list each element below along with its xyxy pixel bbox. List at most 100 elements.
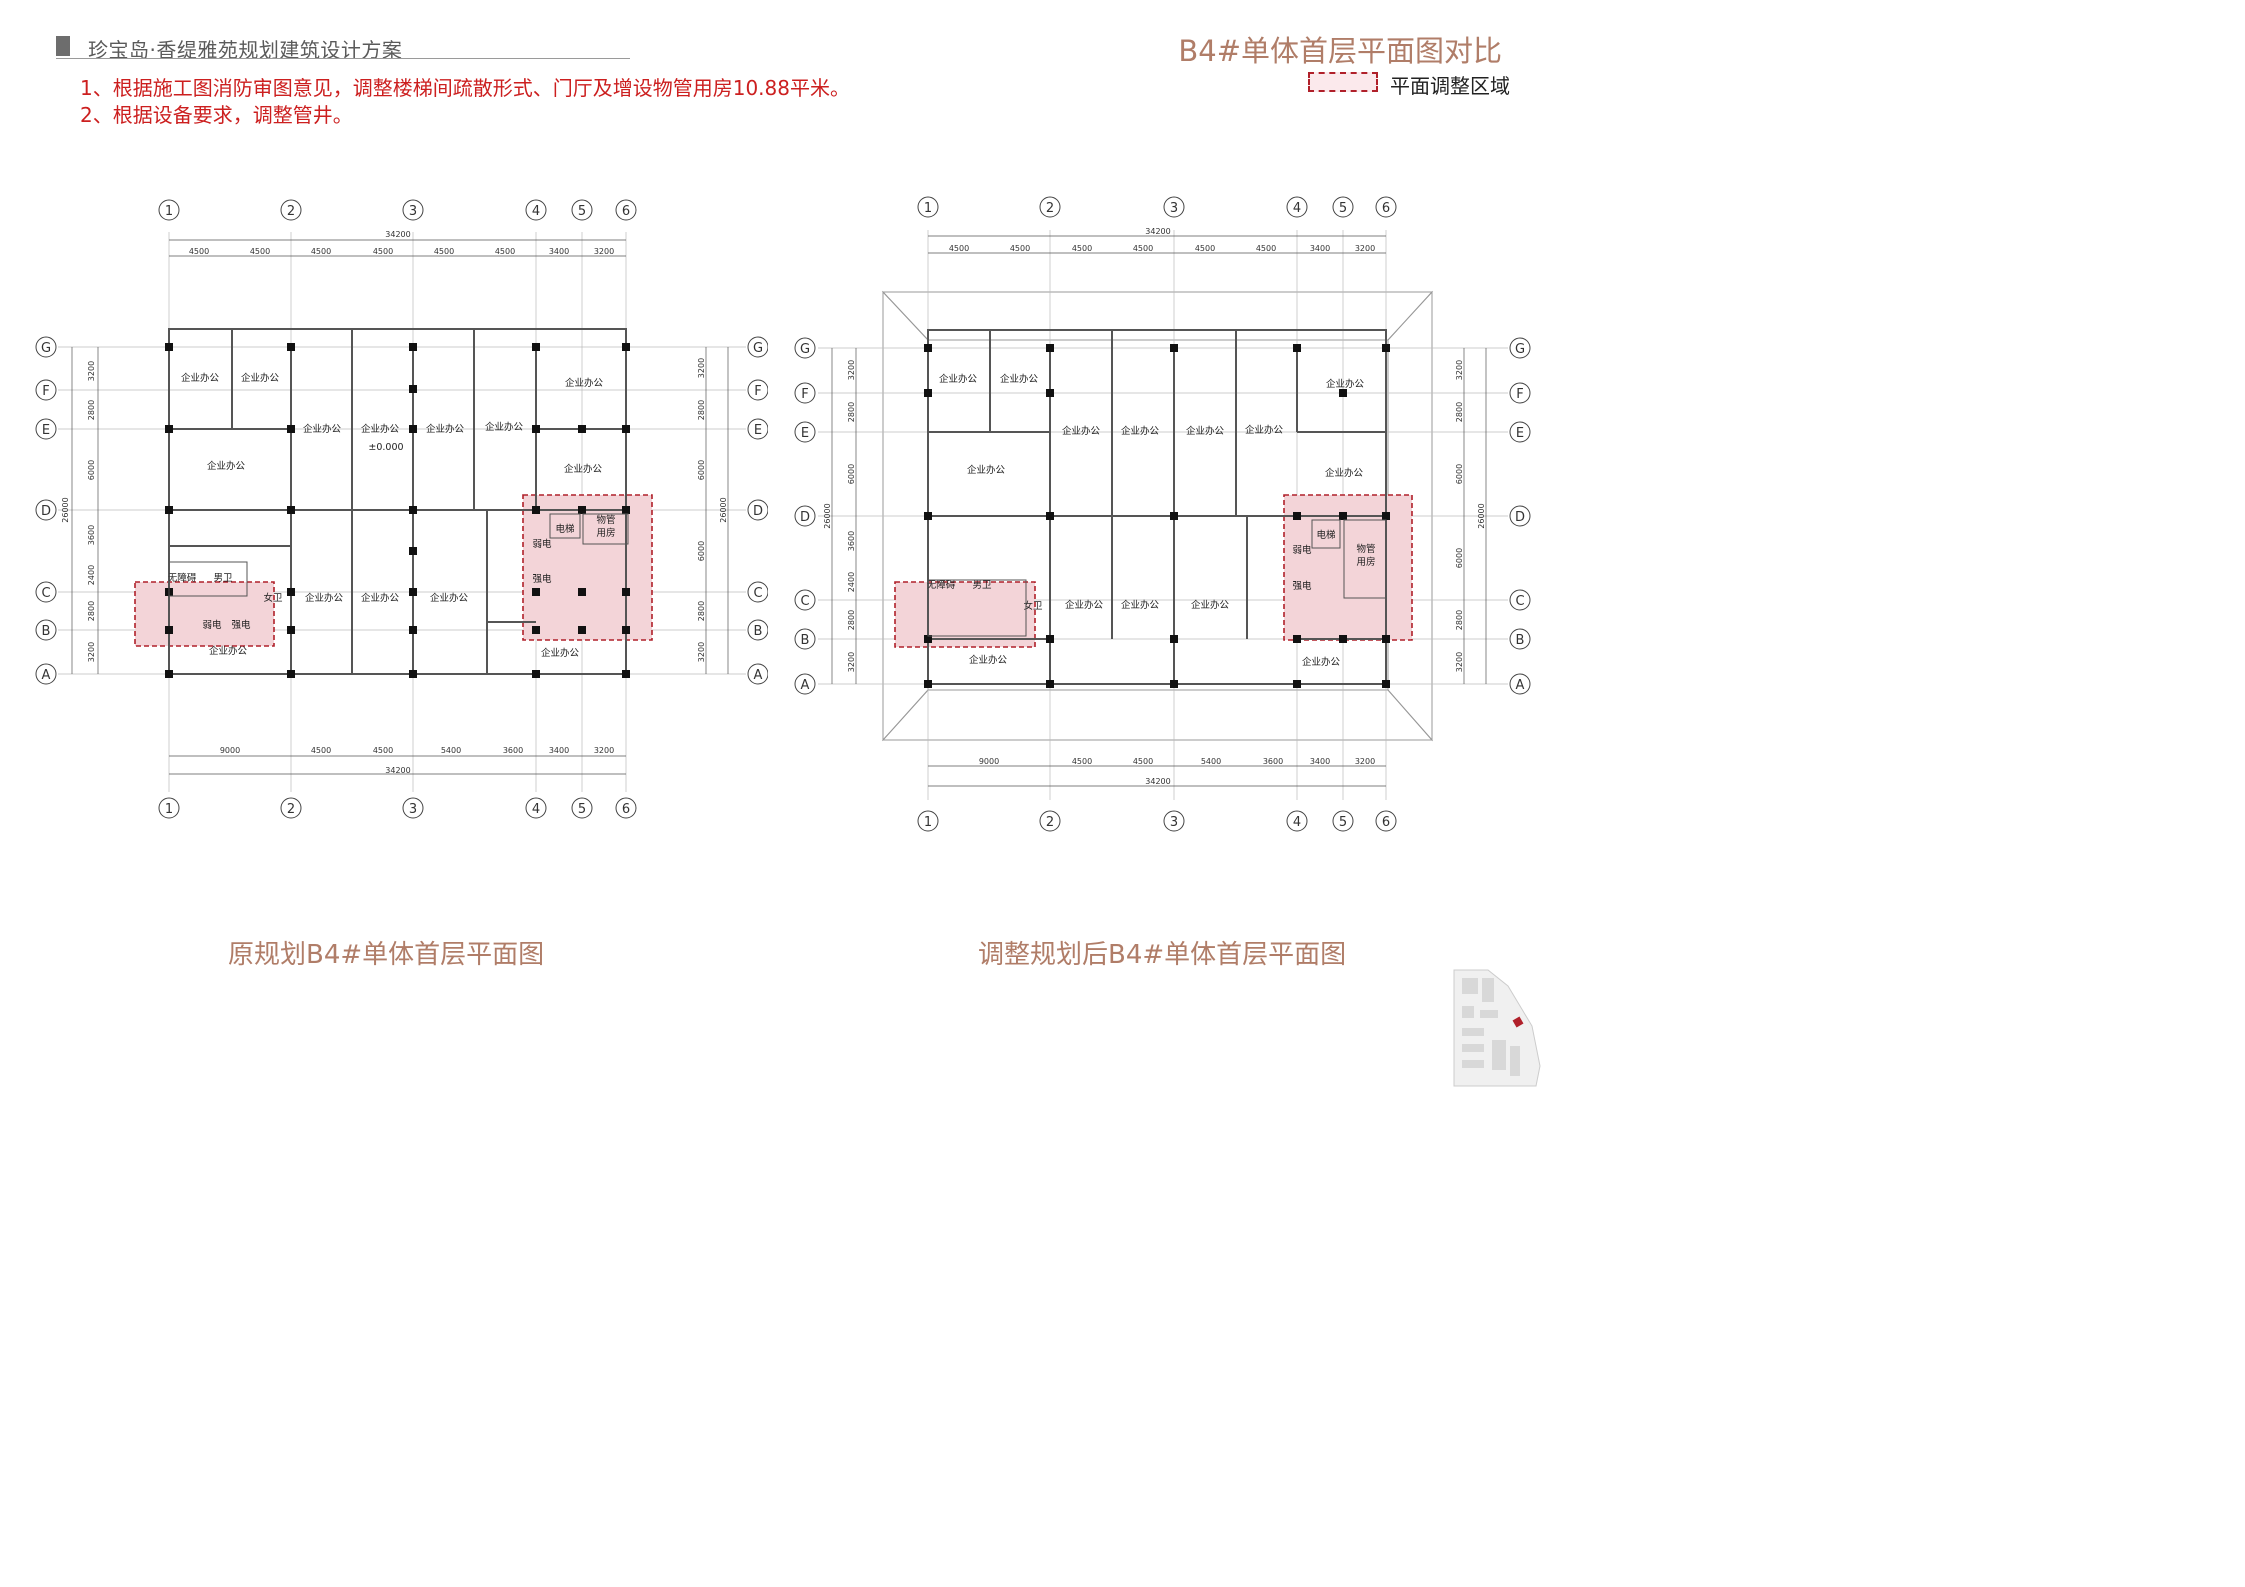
elevator-shaft [1311,519,1341,549]
axis-label-col: 5 [578,204,586,219]
axis-label-row: A [754,668,763,683]
axis-label-col: 2 [287,802,295,817]
axis-label-col: 2 [287,204,295,219]
axis-label-row: G [753,341,763,356]
axis-label-row: E [1516,426,1524,441]
dim-total-width: 34200 [385,230,410,239]
dim-side-right: 3200 [697,358,706,378]
axis-label-row: A [42,668,51,683]
dim-bottom: 9000 [220,746,240,755]
dim-side: 2800 [87,601,96,621]
axis-label-col: 5 [1339,815,1347,830]
axis-label-row: C [800,594,809,609]
room-label: 企业办公 [1000,373,1039,385]
note-1: 1、根据施工图消防审图意见，调整楼梯间疏散形式、门厅及增设物管用房10.88平米… [80,76,850,100]
dim-total-depth: 26000 [823,503,832,528]
dim-side-right: 3200 [1455,360,1464,380]
adjust-zone-stair [522,494,653,641]
axis-label-row: A [801,678,810,693]
dim-bottom: 5400 [1201,757,1221,766]
dim-bottom: 9000 [979,757,999,766]
room-label: 企业办公 [969,654,1008,666]
toilet-block [927,579,1027,637]
axis-label-col: 4 [532,802,540,817]
axis-label-row: D [800,510,810,525]
dim-bottom: 3200 [594,746,614,755]
dim-side: 3600 [87,525,96,545]
axis-label-row: G [1515,342,1525,357]
axis-label-col: 4 [1293,201,1301,216]
axis-label-row: C [41,586,50,601]
axis-label-row: C [753,586,762,601]
axis-label-col: 3 [409,204,417,219]
dim-top: 3200 [594,247,614,256]
dim-top: 4500 [1072,244,1092,253]
dim-side: 6000 [87,460,96,480]
axis-label-col: 1 [165,802,173,817]
dim-total-width: 34200 [1145,227,1170,236]
dim-top: 3400 [1310,244,1330,253]
dim-side: 2800 [847,402,856,422]
axis-label-row: D [753,504,763,519]
axis-label-row: F [754,384,761,399]
dim-side: 3200 [87,642,96,662]
adjust-zone-toilet [894,581,1036,648]
adjust-zone-toilet [134,581,275,647]
dim-side-right: 6000 [697,460,706,480]
axis-label-col: 2 [1046,201,1054,216]
dim-total-depth: 26000 [61,497,70,522]
room-label: 企业办公 [209,645,248,657]
dim-top: 3200 [1355,244,1375,253]
axis-label-row: D [1515,510,1525,525]
axis-label-row: B [42,624,51,639]
site-key-map [1453,969,1541,1087]
level-mark: ±0.000 [368,442,403,453]
dim-side-right: 3200 [1455,652,1464,672]
axis-label-col: 3 [409,802,417,817]
room-label-weak: 弱电 [532,538,552,550]
room-label: 企业办公 [241,372,280,384]
dim-side-right: 2800 [697,400,706,420]
dim-bottom: 3400 [549,746,569,755]
dim-top: 4500 [949,244,969,253]
room-label: 企业办公 [565,377,604,389]
axis-label-row: B [801,633,810,648]
dim-top: 4500 [311,247,331,256]
dim-top: 4500 [434,247,454,256]
room-label: 企业办公 [1121,425,1160,437]
dim-side: 3600 [847,531,856,551]
dim-total-depth: 26000 [719,497,728,522]
room-label-men: 男卫 [972,580,992,591]
room-label: 企业办公 [361,423,400,435]
dim-side-right: 6000 [697,541,706,561]
room-label-property: 用房 [1356,556,1375,568]
plan-adjusted: 1 2 3 4 5 6 1 2 3 4 5 6 G F E D C B A G … [794,196,1531,832]
axis-label-col: 4 [532,204,540,219]
axis-label-col: 1 [924,815,932,830]
page-title: B4#单体首层平面图对比 [1178,34,1502,68]
dim-top: 4500 [250,247,270,256]
axis-label-col: 6 [1382,201,1390,216]
room-label-elevator: 电梯 [1316,529,1336,541]
axis-label-row: D [41,504,51,519]
dim-total-width: 34200 [385,766,410,775]
dim-side: 2800 [847,610,856,630]
axis-label-row: C [1515,594,1524,609]
header-underline [56,58,630,59]
dim-side: 2400 [87,565,96,585]
room-label-property: 物管 [596,514,615,526]
note-2: 2、根据设备要求，调整管井。 [80,103,353,127]
axis-label-col: 5 [1339,201,1347,216]
room-label: 企业办公 [967,464,1006,476]
room-label-property: 物管 [1356,543,1375,555]
dim-side-right: 2800 [1455,402,1464,422]
room-label: 企业办公 [426,423,465,435]
room-label: 企业办公 [207,460,246,472]
dim-total-width: 34200 [1145,777,1170,786]
dim-side-right: 6000 [1455,464,1464,484]
room-label: 企业办公 [361,592,400,604]
axis-label-row: F [801,387,808,402]
dim-top: 4500 [495,247,515,256]
dim-side-right: 2800 [697,601,706,621]
axis-label-row: E [801,426,809,441]
